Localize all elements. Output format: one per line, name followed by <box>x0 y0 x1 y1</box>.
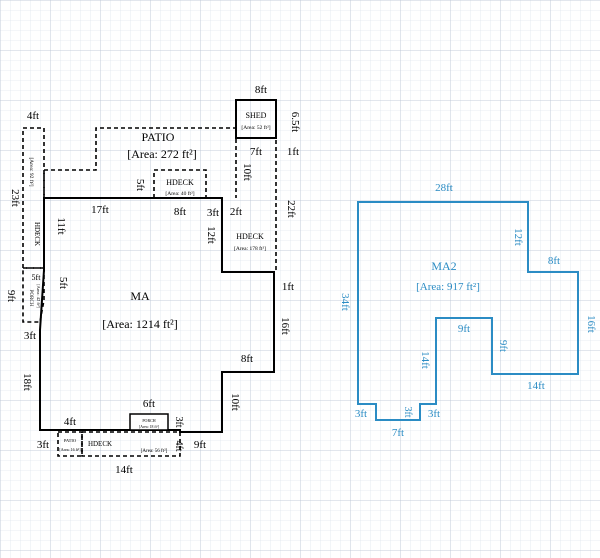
room-shed-area: [Area: 52 ft²] <box>241 124 270 131</box>
dim-label: 3ft <box>173 416 184 427</box>
room-hdeck-top-name: HDECK <box>166 178 194 187</box>
room-porch-area: [Area: 42 ft²] <box>36 284 41 308</box>
patio-outline <box>43 127 237 198</box>
dim-label: 10ft <box>241 163 253 181</box>
dim-label: 4ft <box>64 416 76 428</box>
hdeck-top-outline <box>153 169 207 198</box>
dim-label-ma2: 28ft <box>435 182 453 194</box>
dim-label-ma2: 34ft <box>339 293 351 311</box>
dim-label: 8ft <box>255 84 267 96</box>
shed-outline <box>235 99 277 139</box>
dim-label: 6ft <box>143 398 155 410</box>
dim-label: 8ft <box>174 206 186 218</box>
dim-label: 1ft <box>282 281 294 293</box>
dim-label: 3ft <box>24 330 36 342</box>
dim-label: 16ft <box>279 317 291 335</box>
room-ma2-name: MA2 <box>431 259 456 273</box>
left-plan: MA [Area: 1214 ft²] PATIO [Area: 272 ft²… <box>5 84 301 476</box>
dim-label: 8ft <box>241 353 253 365</box>
dim-label: 18ft <box>21 373 33 391</box>
hdeck-right-outline <box>236 137 277 272</box>
dim-label: 2ft <box>230 206 242 218</box>
dim-label: 10ft <box>229 393 241 411</box>
room-patio-small-area: [Area: 16 ft²] <box>59 447 81 452</box>
dim-label: 6.5ft <box>289 112 301 132</box>
room-hdeck-right-area: [Area: 178 ft²] <box>234 245 266 252</box>
dim-label-ma2: 7ft <box>392 427 404 439</box>
room-hdeck-bottom-name: HDECK <box>88 440 112 448</box>
dim-label-ma2: 16ft <box>585 315 597 333</box>
dim-label: 4ft <box>27 110 39 122</box>
room-patio-small-name: PATIO <box>64 438 77 443</box>
room-hdeck-right-name: HDECK <box>236 232 264 241</box>
room-shed-name: SHED <box>246 111 267 120</box>
room-ma2-area: [Area: 917 ft²] <box>416 281 480 293</box>
room-hdeck-top-area: [Area: 40 ft²] <box>165 190 194 197</box>
porch-bottom-outline <box>129 413 169 431</box>
dim-label: 5ft <box>57 277 69 289</box>
dim-label: 14ft <box>115 464 133 476</box>
dim-label-ma2: 3ft <box>402 406 413 417</box>
dim-label-ma2: 8ft <box>548 255 560 267</box>
dim-label-ma2: 12ft <box>512 228 524 246</box>
dim-label-ma2: 9ft <box>497 340 509 352</box>
dim-label: 22ft <box>285 200 297 218</box>
dim-label: 11ft <box>55 217 67 234</box>
room-porch-name: PORCH <box>28 290 33 307</box>
dim-label: 12ft <box>205 226 217 244</box>
porch-left-outline <box>22 267 45 323</box>
dim-label-ma2: 9ft <box>458 323 470 335</box>
room-hdeck-bottom-area: [Area: 56 ft²] <box>141 448 168 454</box>
dim-label: 3ft <box>207 207 219 219</box>
room-hdeck-left-area: [Area: 92 ft²] <box>28 157 35 186</box>
room-patio-name: PATIO <box>142 130 175 144</box>
hdeck-bottom-outline <box>81 431 181 457</box>
room-patio-area: [Area: 272 ft²] <box>127 147 197 161</box>
dim-label: 9ft <box>194 439 206 451</box>
dim-label: 17ft <box>91 204 109 216</box>
dim-label-ma2: 14ft <box>527 380 545 392</box>
dim-label: 5ft <box>134 179 146 191</box>
dim-label: 1ft <box>287 146 299 158</box>
ma-outline <box>39 197 275 433</box>
dim-label: 4ft <box>173 440 184 451</box>
right-plan-ma2: MA2 [Area: 917 ft²] 28ft 12ft 8ft 34ft 1… <box>339 182 597 439</box>
dim-label-ma2: 14ft <box>419 351 431 369</box>
dim-label: 3ft <box>37 439 49 451</box>
room-hdeck-left-name: HDECK <box>33 222 41 246</box>
dim-label: 5ft <box>32 273 42 282</box>
dim-label-ma2: 3ft <box>355 408 367 420</box>
room-porch-bottom-area: [Area: 18 ft²] <box>139 425 159 429</box>
dim-label-ma2: 3ft <box>428 408 440 420</box>
dim-label: 23ft <box>9 189 21 207</box>
ma2-outline <box>357 201 579 421</box>
room-ma-area: [Area: 1214 ft²] <box>102 317 178 331</box>
room-porch-bottom-name: PORCH <box>142 418 155 423</box>
dim-label: 7ft <box>250 146 262 158</box>
dim-label: 9ft <box>5 290 17 302</box>
room-ma-name: MA <box>130 289 150 303</box>
